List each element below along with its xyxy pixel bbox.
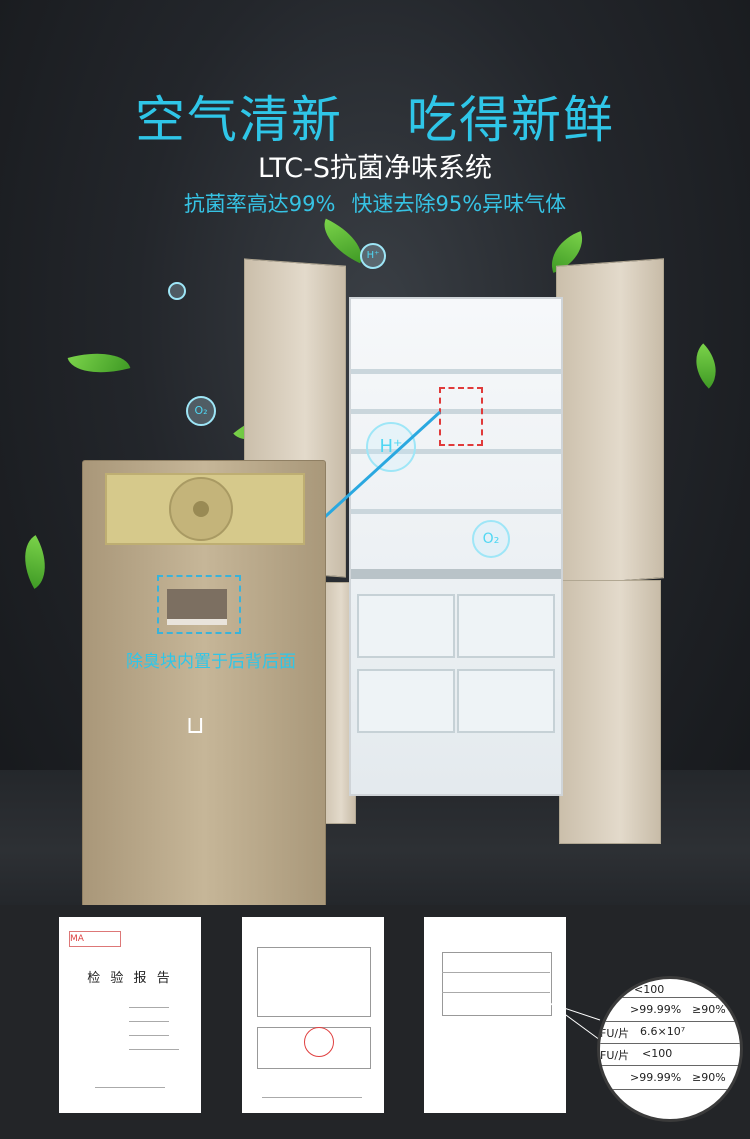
tagline: 抗菌率高达99% 快速去除95%异味气体 <box>0 188 750 218</box>
drawer <box>357 594 455 658</box>
bubble-icon <box>168 282 186 300</box>
mag-cell: <100 <box>634 983 665 996</box>
fridge-interior <box>349 297 563 796</box>
certification-logo: MA <box>69 931 121 947</box>
drawer <box>357 669 455 733</box>
deodorizer-location-marker <box>439 387 483 446</box>
back-panel: 除臭块内置于后背后面 ⊔ <box>82 460 326 905</box>
panel-label: 除臭块内置于后背后面 <box>126 652 296 672</box>
shelf <box>351 449 561 454</box>
right-lower-door <box>559 580 661 844</box>
tagline-right: 快速去除95%异味气体 <box>351 192 567 216</box>
subtitle: LTC-S抗菌净味系统 <box>258 153 492 184</box>
shelf <box>351 509 561 514</box>
mag-cell: FU/片 <box>600 1027 630 1040</box>
mag-cell: >99.99% <box>630 1071 682 1084</box>
hero-section: 空气清新 吃得新鲜 LTC-S抗菌净味系统 抗菌率高达99% 快速去除95%异味气体… <box>0 0 750 905</box>
shelf <box>351 409 561 414</box>
magnifier: <100 >99.99% ≥90% FU/片 6.6×10⁷ FU/片 <100 >9… <box>597 976 743 1122</box>
mag-cell: >99.99% <box>630 1003 682 1016</box>
bubble-icon: H⁺ <box>360 243 386 269</box>
drawer <box>457 594 555 658</box>
test-results-page <box>424 917 566 1113</box>
stamp-icon <box>304 1027 334 1057</box>
drawer <box>457 669 555 733</box>
fan-module <box>105 473 305 545</box>
tagline-left: 抗菌率高达99% <box>183 192 336 216</box>
shelf <box>351 369 561 374</box>
mag-cell: <100 <box>642 1047 673 1060</box>
headline-right: 吃得新鲜 <box>407 91 615 149</box>
bubble-icon: O₂ <box>186 396 216 426</box>
report-title: 检 验 报 告 <box>87 971 173 986</box>
mag-cell: ≥90% <box>692 1071 726 1084</box>
mag-cell: 6.6×10⁷ <box>640 1025 686 1038</box>
mag-cell: ≥90% <box>692 1003 726 1016</box>
test-report-cover: MA 检 验 报 告 <box>59 917 201 1113</box>
deodorizer-block <box>157 575 241 634</box>
h-plus-bubble: H⁺ <box>366 422 416 472</box>
divider <box>351 569 561 579</box>
o2-bubble: O₂ <box>472 520 510 558</box>
u-handle-icon: ⊔ <box>186 711 205 739</box>
fan-icon <box>169 477 233 541</box>
headline-left: 空气清新 <box>135 91 343 149</box>
headline: 空气清新 吃得新鲜 <box>0 80 750 152</box>
mag-cell: FU/片 <box>600 1049 630 1062</box>
test-report-page <box>242 917 384 1113</box>
